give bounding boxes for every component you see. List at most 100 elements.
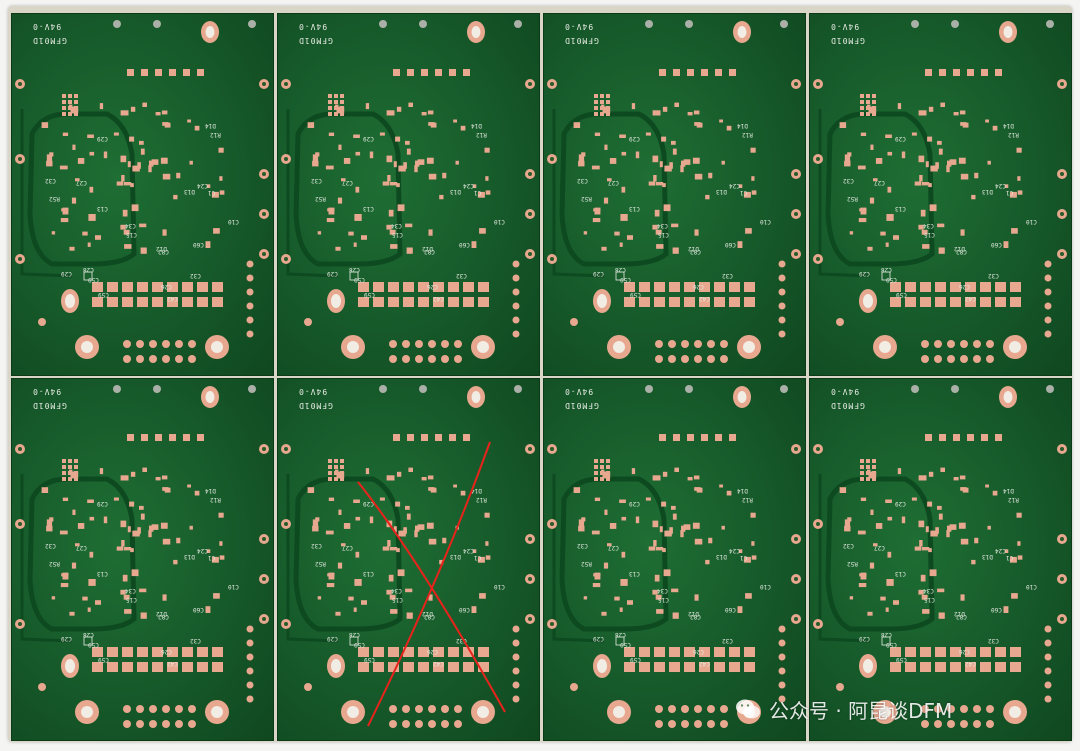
smd-pad [738,549,743,553]
smd-pad [607,543,612,547]
header-pad [393,69,400,76]
ic-pad [866,465,870,469]
smd-pad [142,467,147,472]
mounting-hole-drill [1003,26,1013,38]
smd-pad [116,181,124,186]
power-pad [744,647,755,657]
ref-designator: C10 [228,583,239,590]
power-pad [463,297,474,307]
ic-pad [600,471,604,475]
smd-pad [860,572,867,580]
smd-pad [960,122,967,126]
smd-pad [151,159,159,165]
ic-pad [594,106,598,110]
smd-pad [386,224,392,230]
ref-designator: R12 [1008,131,1019,138]
ic-pad [62,106,66,110]
smd-pad [867,246,873,251]
via-drill [18,522,22,526]
smd-pad [607,178,612,182]
test-pad [246,639,254,647]
power-pad [965,662,976,672]
power-pad [699,647,710,657]
smd-pad [860,132,867,136]
smd-pad [343,158,351,164]
smd-pad [927,501,933,507]
test-pad [778,653,786,661]
header-pad [995,69,1002,76]
header-pad [715,434,722,441]
smd-pad [405,588,413,593]
smd-pad [694,122,701,126]
ic-pad [68,100,72,104]
ref-designator: C59 [896,291,907,298]
smd-pad [938,247,945,254]
smd-pad [873,543,878,547]
smd-pad [132,165,140,172]
smd-pad [408,102,413,107]
ref-designator: R52 [581,560,592,567]
power-pad [92,662,103,672]
ref-designator: C59 [354,641,365,648]
test-pad [246,653,254,661]
smd-pad [887,551,892,558]
smd-pad [671,223,679,228]
connector-pad [454,355,462,363]
smd-pad [578,154,585,162]
smd-pad [173,194,178,200]
smd-pad [326,583,335,588]
tooling-hole [780,385,788,393]
ref-designator: C59 [620,641,631,648]
smd-pad [737,241,743,248]
smd-pad [959,475,966,480]
smd-pad [60,583,69,588]
power-pad [107,662,118,672]
smd-pad [663,204,671,212]
smd-pad [161,110,168,115]
smd-pad [403,162,407,169]
ref-designator: D14 [205,487,216,494]
smd-pad [477,191,485,198]
smd-pad [312,154,319,162]
power-pad [122,282,133,292]
ref-designator: C60 [991,241,1002,248]
smd-pad [415,160,420,167]
smd-pad [148,530,152,538]
smd-pad [860,497,867,501]
ref-designator: C10 [760,218,771,225]
ic-pad [340,459,344,463]
tooling-hole [685,385,693,393]
trace-loop [825,476,935,632]
connector-pad [921,705,929,713]
smd-pad [893,600,899,605]
ref-designator: C42 [965,660,976,667]
tooling-hole [645,385,653,393]
ref-designator: C29 [61,635,72,642]
smd-pad [194,125,200,131]
power-pad [373,282,384,292]
smd-pad [87,499,94,503]
via-drill [794,617,798,621]
power-pad [137,297,148,307]
smd-pad [355,151,361,156]
smd-pad [361,235,367,240]
ref-designator: C29 [327,270,338,277]
connector-pad [947,340,955,348]
smd-pad [189,160,193,165]
smd-pad [627,235,633,240]
smd-pad [652,155,659,163]
ic-pad [860,106,864,110]
smd-pad [726,490,732,496]
ref-designator: C29 [895,500,906,507]
via-drill [528,172,532,176]
connector-pad [986,720,994,728]
smd-pad [386,155,393,163]
smd-pad [687,477,693,481]
power-pad [463,282,474,292]
smd-pad [369,151,374,159]
via-drill [794,252,798,256]
smd-pad [705,559,710,565]
smd-pad [338,509,342,515]
ref-designator: C1 [474,554,482,561]
